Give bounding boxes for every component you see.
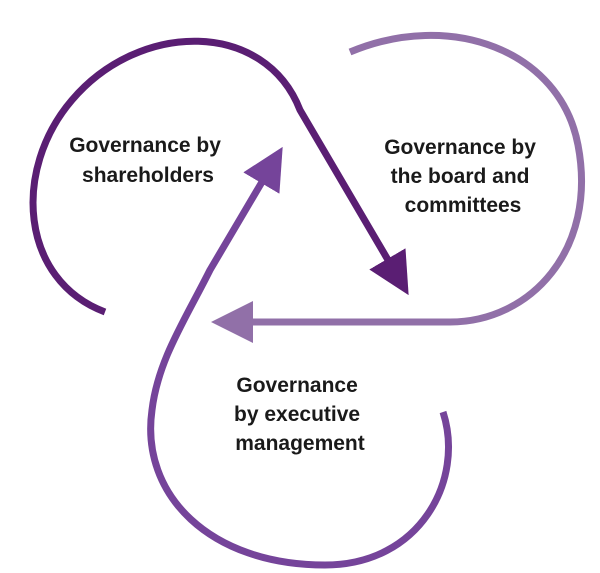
- shareholders-label: Governance by shareholders: [69, 134, 227, 187]
- executive-label: Governance by executive management: [234, 374, 366, 455]
- executive-label-line1: Governance: [236, 374, 357, 397]
- executive-loop-arrow: [147, 146, 452, 569]
- shareholders-loop-arrow: [29, 37, 409, 316]
- shareholders-label-line2: shareholders: [82, 164, 214, 187]
- board-label-line1: Governance by: [384, 136, 536, 159]
- board-label-line3: committees: [405, 194, 522, 217]
- shareholders-label-line1: Governance by: [69, 134, 221, 157]
- board-loop-arrow: [211, 31, 586, 343]
- executive-label-line2: by executive: [234, 403, 360, 426]
- board-label: Governance by the board and committees: [384, 136, 542, 217]
- executive-label-line3: management: [235, 432, 365, 455]
- board-label-line2: the board and: [391, 165, 530, 188]
